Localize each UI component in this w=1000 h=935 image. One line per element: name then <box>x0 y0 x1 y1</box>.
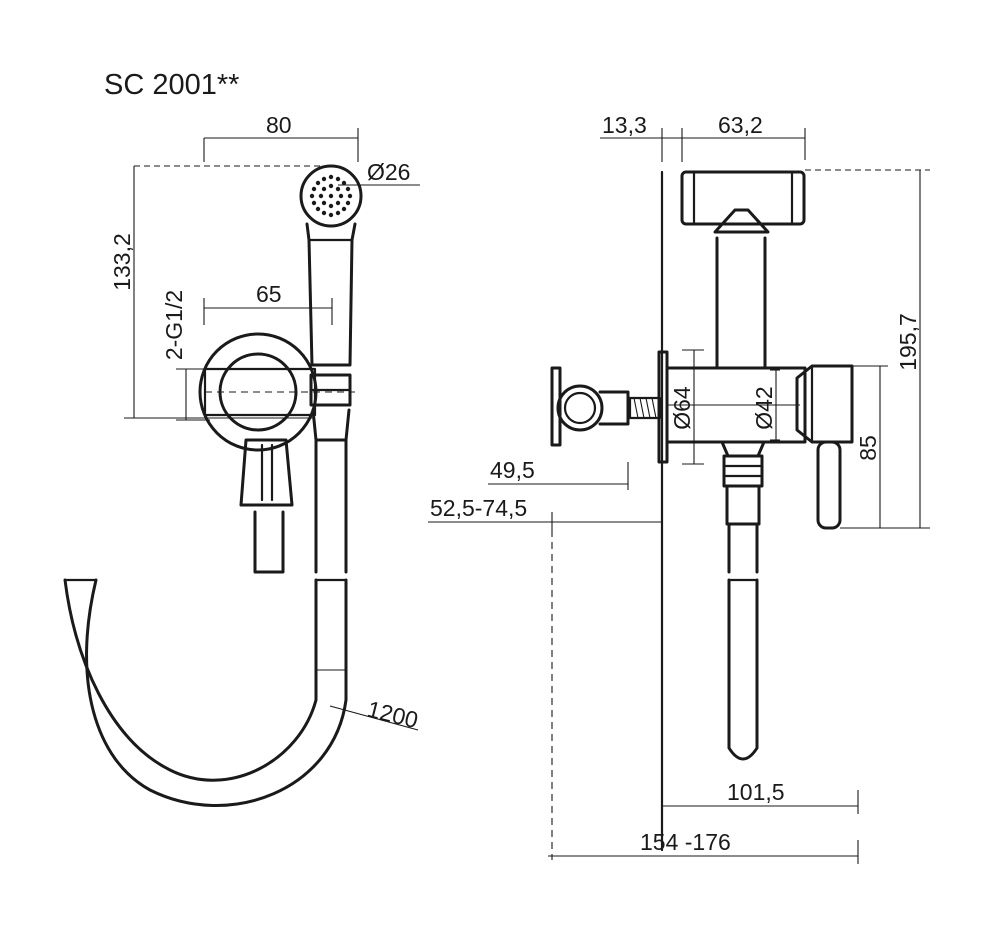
drawing-title: SC 2001** <box>104 69 239 101</box>
hose-side-lower <box>727 578 759 761</box>
rear-thread <box>628 396 662 420</box>
supply-pipe <box>253 510 285 574</box>
front-dimensions: 80 Ø26 133,2 65 2-G1/2 1200 <box>109 112 421 733</box>
rear-flange <box>550 366 562 447</box>
dim-52-5-74-5: 52,5-74,5 <box>430 495 527 521</box>
dim-65: 65 <box>256 281 282 307</box>
dim-85: 85 <box>855 435 881 461</box>
holder-bracket <box>309 373 352 407</box>
rear-fitting <box>556 384 604 432</box>
bottom-outlet <box>720 440 766 458</box>
rear-union <box>598 390 630 426</box>
angle-outlet <box>239 438 294 507</box>
dim-101-5: 101,5 <box>727 779 785 805</box>
dim-195-7: 195,7 <box>895 313 921 371</box>
dim-133-2: 133,2 <box>109 233 135 291</box>
head-cone <box>713 208 770 234</box>
lever-handle <box>816 440 842 530</box>
hose-connector <box>311 408 351 442</box>
dim-154-176: 154 -176 <box>640 829 731 855</box>
front-view <box>63 164 363 807</box>
spray-nozzles <box>309 174 353 218</box>
dim-diameter-64: Ø64 <box>669 386 695 430</box>
side-view <box>550 170 854 852</box>
hose-upper <box>314 438 348 574</box>
shower-head-side <box>680 170 806 226</box>
side-dimensions: 13,3 63,2 195,7 85 Ø64 Ø42 49,5 52,5-74,… <box>428 112 930 864</box>
dim-diameter-42: Ø42 <box>751 386 777 429</box>
dim-63-2: 63,2 <box>718 112 763 138</box>
head-riser <box>715 236 767 370</box>
hose-loop-outer <box>63 578 318 782</box>
dim-49-5: 49,5 <box>490 457 535 483</box>
thread-lines <box>633 397 657 419</box>
dim-diameter-26: Ø26 <box>367 159 410 185</box>
hose-loop-inner <box>85 578 348 807</box>
shower-head-face <box>299 164 363 228</box>
hose-nut-side <box>725 484 761 526</box>
dim-thread-g1-2: 2-G1/2 <box>161 290 187 360</box>
hose-side-upper <box>727 522 759 574</box>
dim-13-3: 13,3 <box>602 112 647 138</box>
valve-body-side <box>665 366 807 444</box>
outlet-nut <box>722 454 764 488</box>
shower-handle <box>305 222 357 367</box>
dim-hose-1200: 1200 <box>365 696 421 734</box>
dim-80: 80 <box>266 112 292 138</box>
